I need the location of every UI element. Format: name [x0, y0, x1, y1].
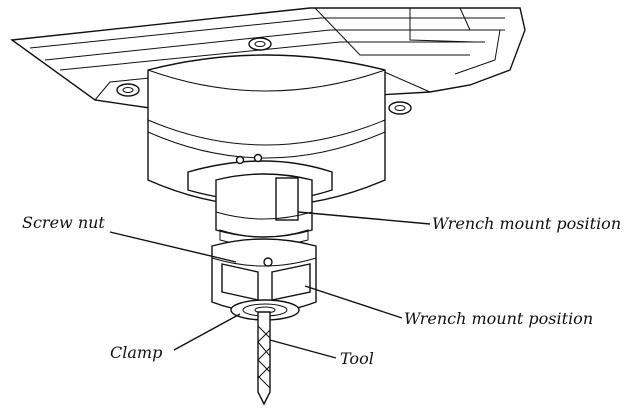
wrench-flat-lower-right [271, 263, 311, 301]
label-wrench-mount-upper: Wrench mount position [432, 214, 621, 233]
bolt-right [388, 101, 412, 115]
bolt-left [116, 83, 140, 97]
spindle-shaft [215, 173, 313, 247]
wrench-flat-upper [275, 177, 299, 221]
leader-screw-nut [109, 231, 237, 263]
tool [257, 311, 271, 406]
label-screw-nut: Screw nut [22, 213, 105, 232]
label-wrench-mount-lower: Wrench mount position [404, 309, 593, 328]
label-clamp: Clamp [110, 343, 162, 362]
leader-wrench-upper [297, 211, 431, 225]
bolt-top [248, 37, 272, 51]
leader-clamp [173, 313, 241, 351]
leader-tool [269, 339, 337, 359]
collet-nut [211, 238, 317, 313]
label-tool: Tool [340, 349, 374, 368]
leader-wrench-lower [304, 285, 403, 319]
